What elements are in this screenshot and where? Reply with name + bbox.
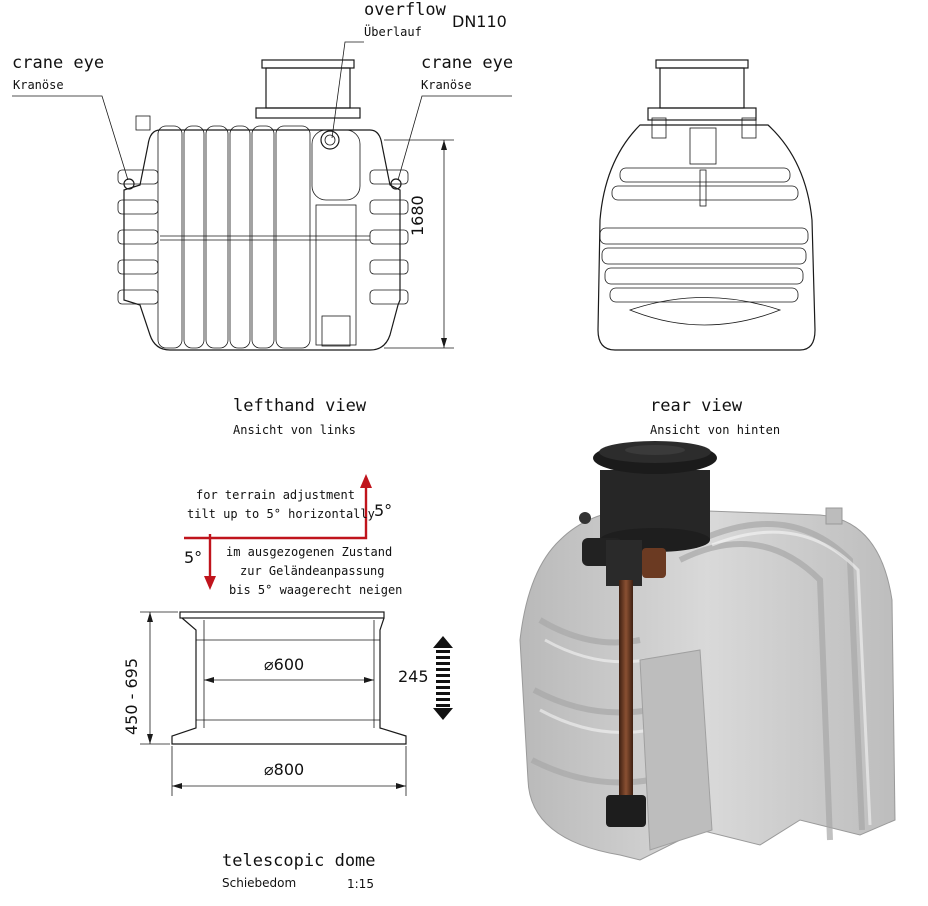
tilt-angle-down-label: 5° xyxy=(184,548,203,567)
tilt-note-line-1: for terrain adjustment xyxy=(196,488,355,502)
rear-view-title: rear view xyxy=(650,396,743,416)
tilt-angle-up-label: 5° xyxy=(374,501,393,520)
tilt-note-de-line-1: im ausgezogenen Zustand xyxy=(226,545,393,559)
rear-view-drawing xyxy=(597,59,816,351)
crane-eye-right-de-label: Kranöse xyxy=(421,78,472,92)
tilt-note-de-line-2: zur Geländeanpassung xyxy=(240,564,385,578)
height-dimension-label: 1680 xyxy=(408,195,427,236)
scale-label: 1:15 xyxy=(347,877,374,891)
tilt-note-de-line-3: bis 5° waagerecht neigen xyxy=(229,583,403,597)
overflow-label: overflow xyxy=(364,0,446,20)
dome-stroke-label: 245 xyxy=(398,667,429,686)
rear-view-subtitle: Ansicht von hinten xyxy=(650,423,781,437)
lefthand-view-subtitle: Ansicht von links xyxy=(233,423,356,437)
tilt-note-line-2: tilt up to 5° horizontally xyxy=(187,507,375,521)
dome-height-range-label: 450 - 695 xyxy=(122,657,141,735)
overflow-size-label: DN110 xyxy=(452,12,507,31)
dome-outer-diameter-label: ⌀800 xyxy=(264,760,305,779)
crane-eye-left-label: crane eye xyxy=(12,53,105,73)
dome-inner-diameter-label: ⌀600 xyxy=(264,655,305,674)
lefthand-view-title: lefthand view xyxy=(233,396,367,416)
telescopic-dome-drawing xyxy=(140,611,407,796)
double-arrow-icon xyxy=(433,636,453,720)
telescopic-dome-title: telescopic dome xyxy=(222,851,376,871)
red-tilt-arrow-icon xyxy=(184,484,368,582)
crane-eye-left-de-label: Kranöse xyxy=(13,78,64,92)
telescopic-dome-subtitle: Schiebedom xyxy=(222,876,297,890)
tank-3d-render xyxy=(519,441,896,861)
lefthand-view-drawing xyxy=(12,41,512,351)
overflow-de-label: Überlauf xyxy=(364,25,422,39)
crane-eye-right-label: crane eye xyxy=(421,53,514,73)
